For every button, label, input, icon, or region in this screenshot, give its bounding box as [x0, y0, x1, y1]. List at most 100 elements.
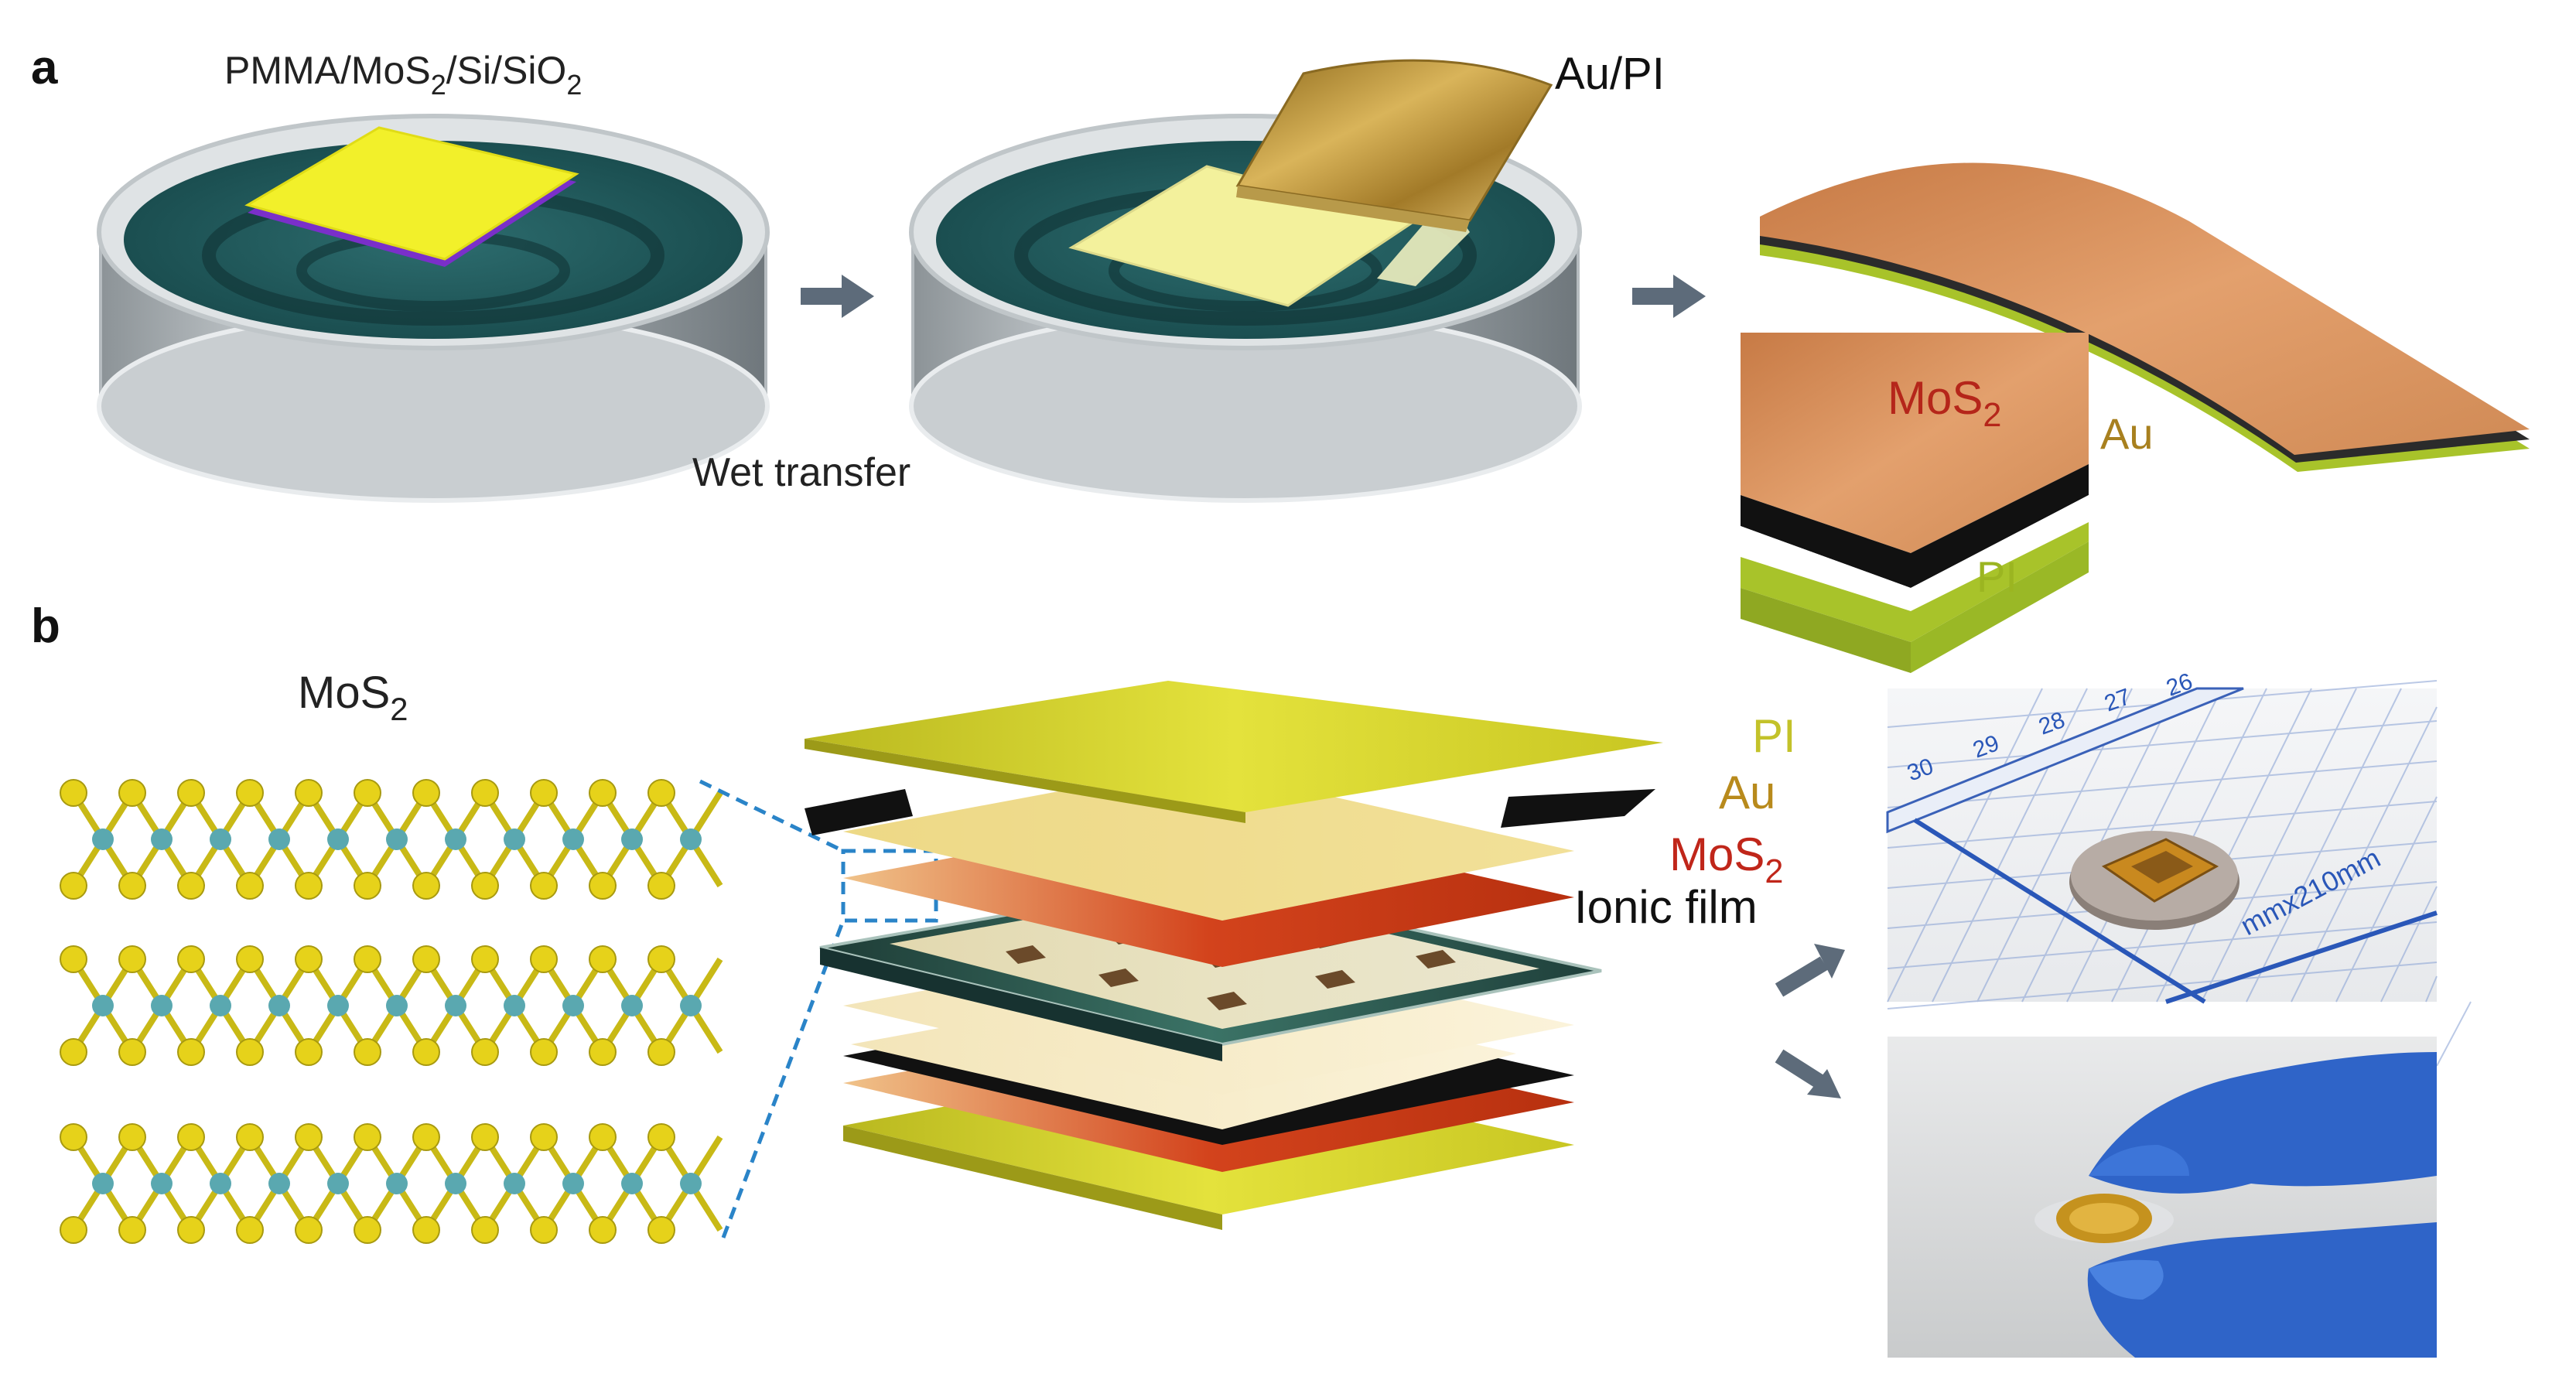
s-atom [295, 945, 323, 973]
s-atom [589, 1216, 617, 1244]
mo-atom [210, 828, 231, 850]
mos2-atomic-row [60, 945, 723, 1066]
s-atom [530, 945, 558, 973]
s-atom [118, 1216, 146, 1244]
stack-mos2-label: MoS2 [1888, 372, 2001, 434]
mo-atom [92, 1173, 114, 1194]
mo-atom [327, 1173, 349, 1194]
mo-atom [210, 1173, 231, 1194]
s-atom [177, 872, 205, 900]
mo-atom [445, 995, 466, 1016]
s-atom [530, 1038, 558, 1066]
mo-atom [680, 995, 702, 1016]
s-atom [295, 1216, 323, 1244]
panel-b-letter: b [31, 600, 60, 653]
layer-label-au: Au [1719, 767, 1775, 818]
mo-atom [327, 995, 349, 1016]
s-atom [118, 945, 146, 973]
mo-atom [92, 828, 114, 850]
s-atom [412, 945, 440, 973]
s-atom [354, 1038, 381, 1066]
s-atom [236, 945, 264, 973]
s-atom [589, 945, 617, 973]
s-atom [589, 872, 617, 900]
mo-atom [562, 995, 584, 1016]
stack-au-label: Au [2100, 409, 2154, 458]
s-atom [60, 872, 87, 900]
mo-atom [562, 1173, 584, 1194]
s-atom [471, 945, 499, 973]
s-atom [177, 945, 205, 973]
process-arrow-2 [1632, 275, 1706, 318]
s-atom [118, 872, 146, 900]
stack-pi-label: PI [1976, 552, 2017, 601]
s-atom [354, 779, 381, 807]
s-atom [412, 872, 440, 900]
s-atom [412, 1216, 440, 1244]
s-atom [471, 872, 499, 900]
s-atom [530, 872, 558, 900]
layer-label-pi: PI [1752, 710, 1796, 762]
mo-atom [210, 995, 231, 1016]
dish1-label: PMMA/MoS2/Si/SiO2 [224, 49, 582, 101]
s-atom [118, 779, 146, 807]
au-pi-label: Au/PI [1555, 49, 1665, 99]
s-atom [530, 1216, 558, 1244]
mo-atom [680, 1173, 702, 1194]
s-atom [236, 1216, 264, 1244]
s-atom [60, 1216, 87, 1244]
mo-atom [621, 1173, 643, 1194]
s-atom [60, 945, 87, 973]
s-atom [118, 1123, 146, 1151]
s-atom [60, 1123, 87, 1151]
mo-atom [151, 1173, 173, 1194]
s-atom [471, 1123, 499, 1151]
s-atom [589, 1123, 617, 1151]
s-atom [647, 779, 675, 807]
mo-atom [680, 828, 702, 850]
s-atom [295, 1123, 323, 1151]
s-atom [354, 1216, 381, 1244]
s-atom [589, 1038, 617, 1066]
mo-atom [621, 995, 643, 1016]
s-atom [295, 779, 323, 807]
mo-atom [268, 1173, 290, 1194]
mos2-atomic-row [60, 779, 723, 900]
layer-label-mos2: MoS2 [1669, 828, 1783, 890]
s-atom [295, 1038, 323, 1066]
s-atom [412, 1123, 440, 1151]
exploded-device-stack [805, 681, 1663, 1230]
s-atom [471, 779, 499, 807]
mo-atom [151, 995, 173, 1016]
wet-transfer-label: Wet transfer [692, 450, 910, 495]
s-atom [236, 872, 264, 900]
mo-atom [92, 995, 114, 1016]
s-atom [647, 1038, 675, 1066]
flexible-film [1760, 162, 2530, 472]
s-atom [412, 779, 440, 807]
photo-arrow-up [1775, 944, 1845, 997]
panel-a-letter: a [31, 41, 58, 94]
mo-atom [445, 1173, 466, 1194]
mo-atom [151, 828, 173, 850]
layer-cross-section [1741, 333, 2089, 673]
mo-atom [268, 995, 290, 1016]
s-atom [530, 1123, 558, 1151]
s-atom [647, 1216, 675, 1244]
pmma-mos2-sample [244, 126, 579, 267]
s-atom [471, 1038, 499, 1066]
mo-atom [386, 995, 408, 1016]
mo-atom [504, 1173, 525, 1194]
mo-atom [621, 828, 643, 850]
mo-atom [268, 828, 290, 850]
s-atom [236, 1038, 264, 1066]
s-atom [177, 779, 205, 807]
au-pi-foil [1235, 59, 1553, 232]
photo-arrow-down [1775, 1049, 1841, 1098]
mo-atom [386, 828, 408, 850]
s-atom [589, 779, 617, 807]
s-atom [60, 1038, 87, 1066]
mo-atom [386, 1173, 408, 1194]
photo-device-in-hand [1888, 1037, 2437, 1358]
